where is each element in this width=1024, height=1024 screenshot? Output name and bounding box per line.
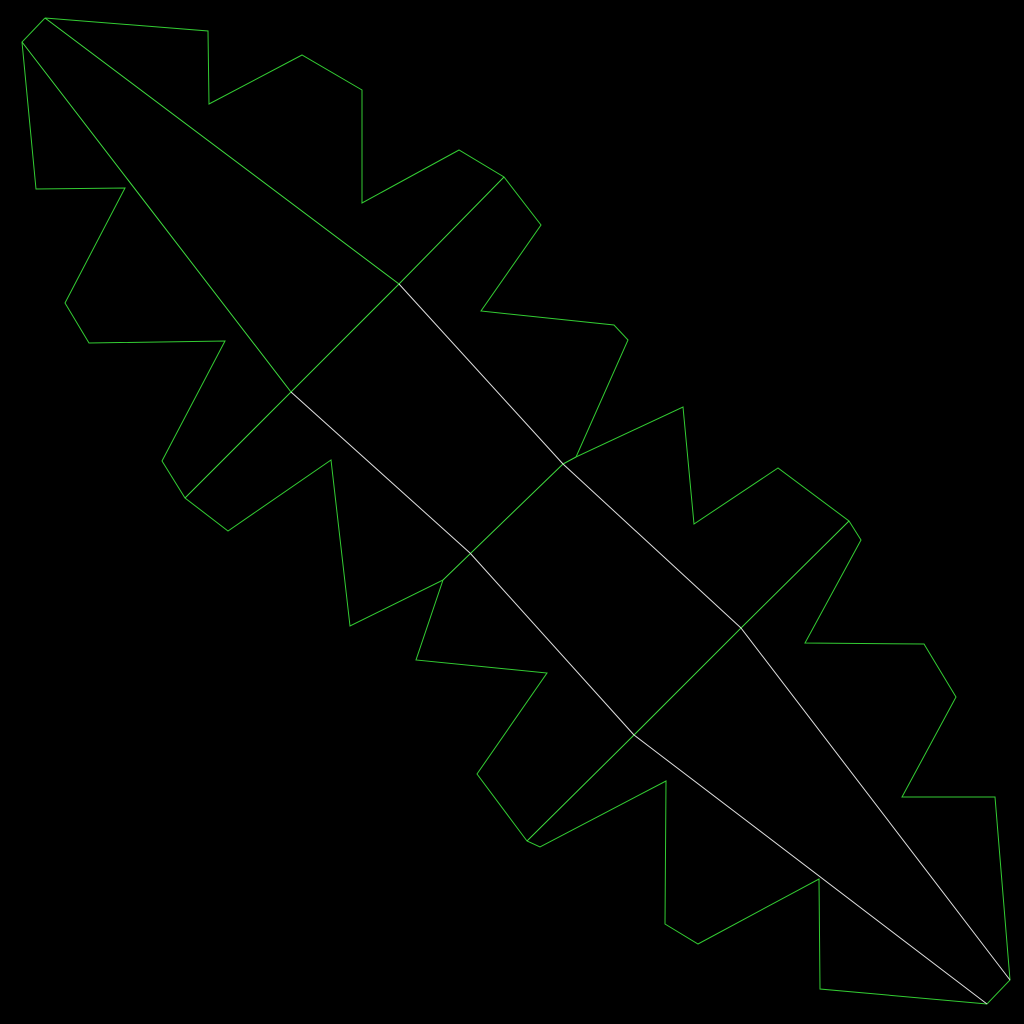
inner-edge-9: [526, 734, 635, 842]
crease-line-4: [290, 391, 471, 554]
inner-edge-1: [184, 283, 400, 499]
inner-edge-5: [562, 456, 577, 465]
crease-line-3: [740, 627, 1011, 981]
inner-edge-7: [740, 520, 850, 629]
outer-outline: [21, 17, 1011, 1005]
crease-line-2: [562, 463, 742, 629]
inner-edge-3: [44, 17, 400, 285]
crease-line-1: [398, 283, 564, 465]
crease-line-5: [469, 552, 635, 736]
inner-edge-8: [633, 627, 742, 736]
inner-edge-4: [21, 41, 292, 393]
inner-edge-6: [442, 463, 564, 581]
inner-edge-2: [398, 176, 505, 285]
crease-line-6: [633, 734, 988, 1005]
